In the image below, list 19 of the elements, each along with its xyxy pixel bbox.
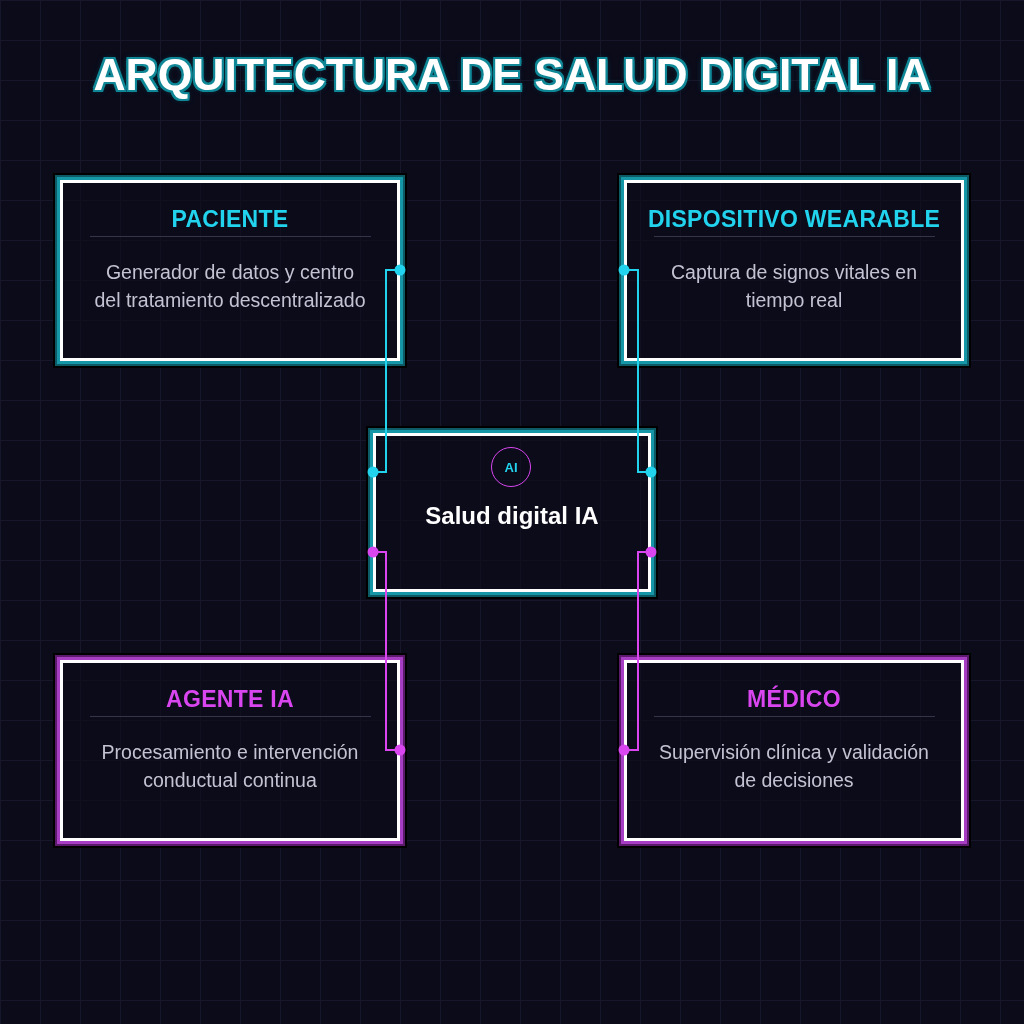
diagram-title: ARQUITECTURA DE SALUD DIGITAL IA: [93, 49, 931, 101]
info-card: [53, 173, 407, 368]
hub-box: [366, 426, 658, 599]
card-heading: MÉDICO: [747, 685, 841, 713]
card-heading: DISPOSITIVO WEARABLE: [647, 205, 941, 233]
hub-title: Salud digital IA: [425, 501, 599, 531]
connector-line: [367, 264, 406, 478]
connector-line: [618, 264, 657, 478]
card-heading: PACIENTE: [171, 205, 289, 233]
card-description: Procesamiento e intervención conductual continua: [100, 740, 360, 793]
connector-line: [618, 546, 657, 756]
connector-line: [367, 546, 406, 756]
info-card: [617, 173, 971, 368]
card-heading: AGENTE IA: [166, 685, 294, 713]
info-card: [617, 653, 971, 848]
card-description: Captura de signos vitales en tiempo real: [669, 260, 919, 313]
card-description: Generador de datos y centro del tratamiento descentralizado: [93, 260, 367, 313]
card-description: Supervisión clínica y validación de decisiones: [658, 740, 930, 793]
info-card: [53, 653, 407, 848]
